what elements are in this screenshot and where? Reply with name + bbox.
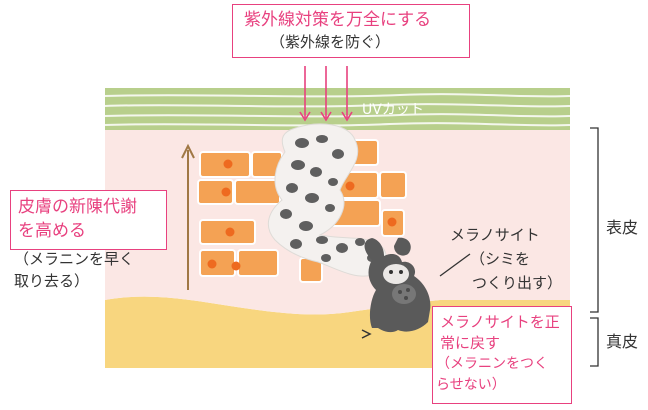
uv-cut-label: UVカット	[362, 102, 424, 118]
left-callout-line2: を高める	[18, 221, 86, 241]
melanocyte-label-line3: つくり出す）	[472, 274, 563, 292]
melanocyte-label-line1: メラノサイト	[450, 226, 540, 244]
epidermis-label: 表皮	[606, 218, 639, 237]
bottom-callout-box	[432, 306, 572, 404]
bottom-callout-line3: （メラニンをつく	[436, 356, 548, 372]
top-callout-title: 紫外線対策を万全にする	[244, 10, 432, 30]
left-callout-box	[10, 190, 167, 250]
top-callout-box	[232, 4, 470, 58]
dermis-label: 真皮	[606, 332, 639, 351]
top-callout-subtitle: （紫外線を防ぐ）	[270, 33, 391, 51]
left-callout-line1: 皮膚の新陳代謝	[18, 197, 137, 217]
bottom-callout-line1: メラノサイトを正	[440, 313, 560, 331]
left-callout-line3: （メラニンを早く	[14, 250, 135, 268]
left-callout-line4: 取り去る）	[14, 272, 90, 290]
bottom-callout-line4: らせない）	[436, 377, 506, 393]
bottom-callout-line2: 常に戻す	[440, 334, 501, 352]
melanocyte-label-line2: （シミを	[470, 250, 531, 268]
melanocyte-figure	[364, 237, 431, 333]
